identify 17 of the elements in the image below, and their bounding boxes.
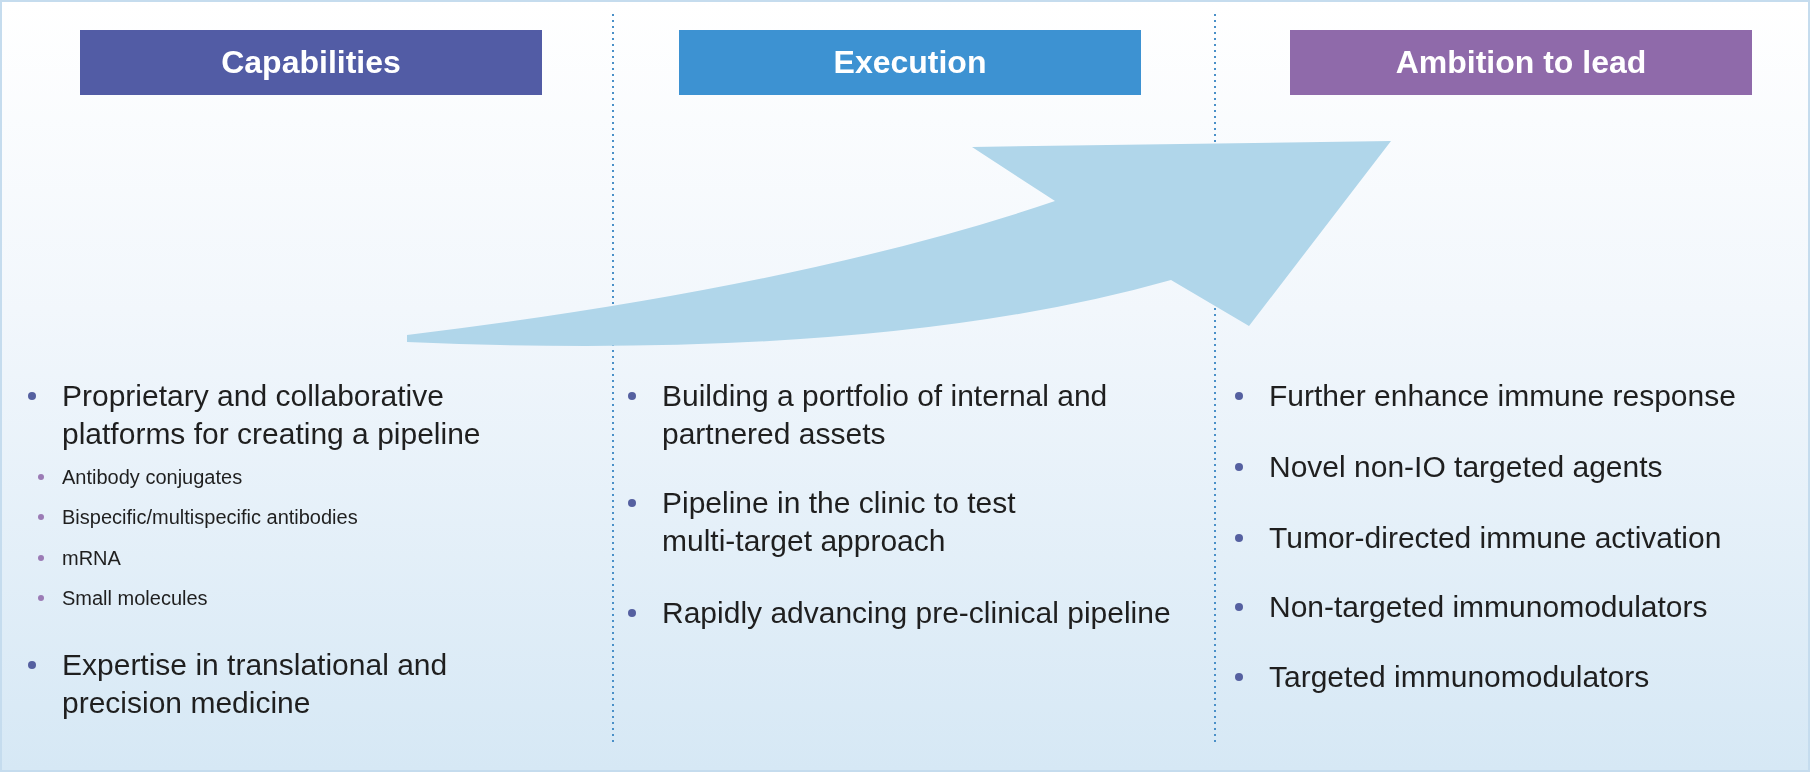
bullet-text: Expertise in translational and precision medicine [62, 647, 449, 721]
sub-bullet-text: Antibody conjugates [62, 465, 244, 490]
sub-bullet-text: Bispecific/multispecific antibodies [62, 505, 359, 530]
bullet-text: Targeted immunomodulators [1269, 659, 1651, 695]
bullet-text: Proprietary and collaborative platforms for creating a pipeline [62, 378, 482, 452]
bullet-text: Non-targeted immunomodulators [1269, 589, 1709, 625]
header-box: Capabilities [80, 30, 542, 95]
bullet-text: Pipeline in the clinic to test multi-target approach [662, 485, 1017, 559]
sub-bullet-text: mRNA [62, 546, 122, 571]
header-box: Ambition to lead [1290, 30, 1752, 95]
bullet-text: Building a portfolio of internal and partnered assets [662, 378, 1109, 452]
sub-bullet-text: Small molecules [62, 586, 209, 611]
bullet-text: Tumor-directed immune activation [1269, 520, 1723, 556]
header-box: Execution [679, 30, 1141, 95]
bullet-text: Rapidly advancing pre-clinical pipeline [662, 595, 1172, 631]
bullet-text: Novel non-IO targeted agents [1269, 449, 1664, 485]
bullet-text: Further enhance immune response [1269, 378, 1737, 414]
